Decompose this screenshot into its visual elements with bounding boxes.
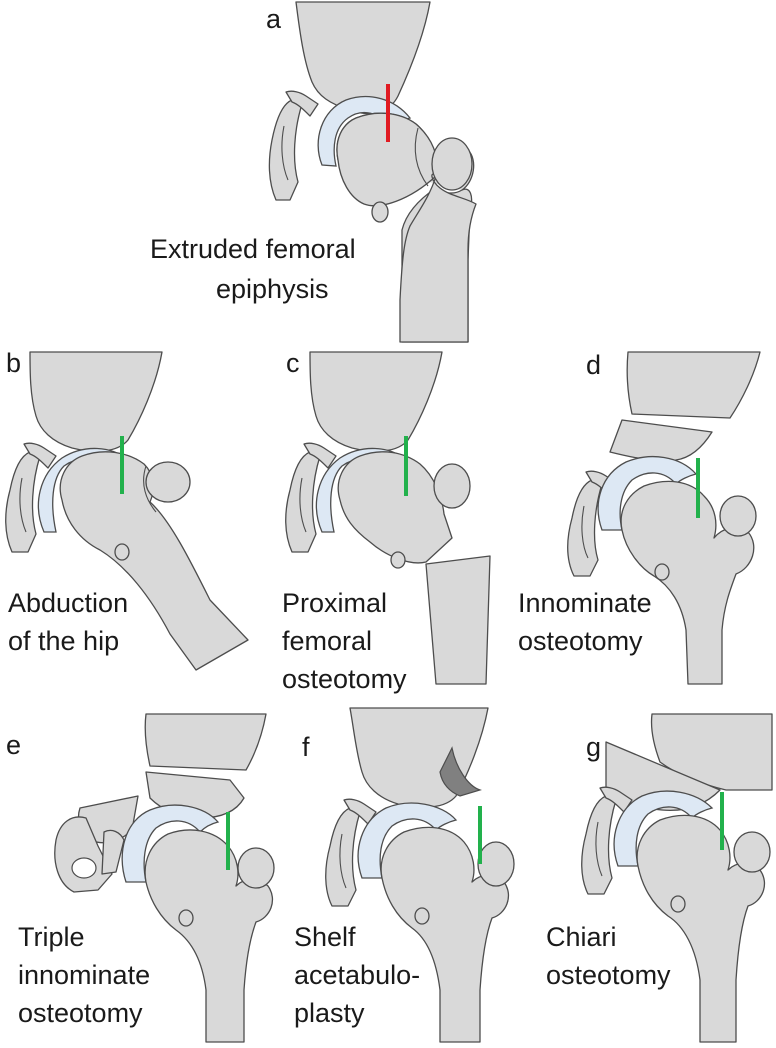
- panel-f-caption-line-2: acetabulo-: [294, 960, 420, 990]
- panel-e: e Triple innominate osteotomy: [6, 713, 275, 1043]
- panel-c-letter: c: [286, 348, 300, 378]
- panel-f-caption-line-1: Shelf: [294, 922, 356, 952]
- panel-f-letter: f: [302, 732, 310, 762]
- panel-b-caption-line-1: Abduction: [8, 588, 128, 618]
- panel-a-letter: a: [266, 4, 282, 34]
- panel-e-caption-line-2: innominate: [18, 960, 150, 990]
- panel-f-caption-line-3: plasty: [294, 998, 365, 1028]
- panel-c-caption-line-1: Proximal: [282, 588, 387, 618]
- panel-a-caption-line-1: Extruded femoral: [150, 234, 356, 264]
- panel-f: f Shelf acetabulo- plasty: [294, 707, 515, 1043]
- panel-a-caption-line-2: epiphysis: [216, 274, 329, 304]
- panel-c-caption-line-3: osteotomy: [282, 664, 407, 694]
- panel-b: b Abduction of the hip: [5, 348, 249, 671]
- panel-e-caption-line-1: Triple: [18, 922, 85, 952]
- panel-e-letter: e: [6, 730, 21, 760]
- panel-g-letter: g: [586, 732, 601, 762]
- panel-a: a Extruded femoral epiphysis: [150, 1, 477, 343]
- panel-b-letter: b: [6, 348, 21, 378]
- panel-g: g Chiari osteotomy: [546, 713, 773, 1043]
- panel-c-caption-line-2: femoral: [282, 626, 372, 656]
- panel-d: d Innominate osteotomy: [518, 350, 761, 685]
- panel-d-caption-line-2: osteotomy: [518, 626, 643, 656]
- panel-d-caption-line-1: Innominate: [518, 588, 652, 618]
- panel-g-caption-line-1: Chiari: [546, 922, 617, 952]
- panel-d-letter: d: [586, 350, 601, 380]
- panel-g-caption-line-2: osteotomy: [546, 960, 671, 990]
- panel-c: c Proximal femoral osteotomy: [282, 348, 491, 694]
- panel-e-caption-line-3: osteotomy: [18, 998, 143, 1028]
- shelf-graft: [439, 746, 482, 797]
- panel-b-caption-line-2: of the hip: [8, 626, 119, 656]
